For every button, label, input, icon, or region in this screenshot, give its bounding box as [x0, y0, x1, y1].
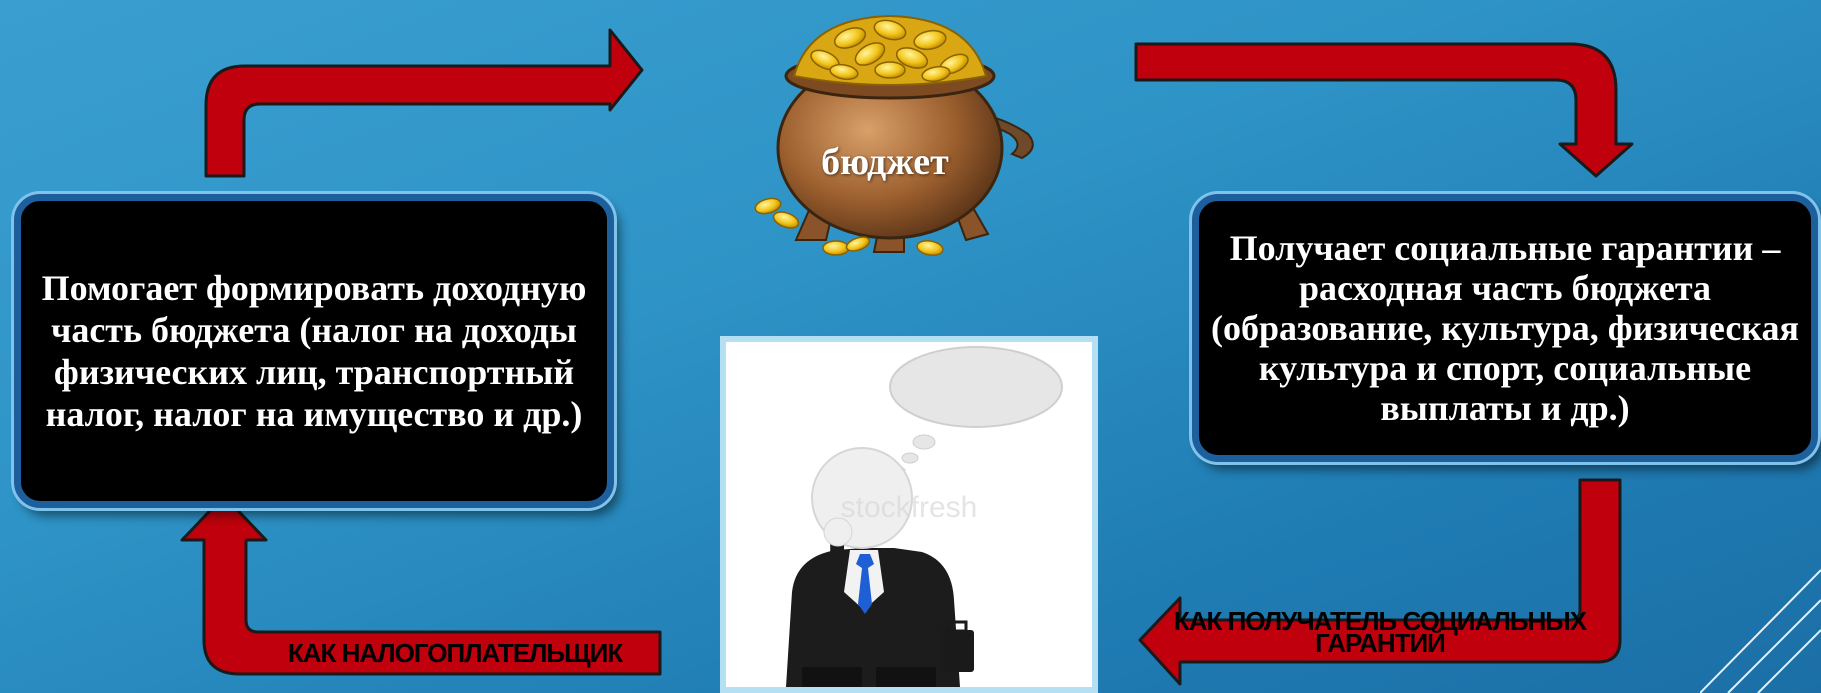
taxpayer-box-text: Помогает формировать доходную часть бюдж… [41, 268, 587, 434]
arrow-budget-to-right-box [1134, 42, 1634, 178]
arrow-right-box-to-person [1138, 478, 1622, 686]
pot-of-gold-image [754, 14, 1034, 257]
thinking-person-image: stockfresh [720, 336, 1098, 693]
decorative-lines [1700, 569, 1821, 693]
watermark-text: stockfresh [841, 491, 978, 524]
taxpayer-box: Помогает формировать доходную часть бюдж… [14, 194, 614, 508]
budget-label: бюджет [821, 141, 949, 183]
recipient-arrow-label-line2: ГАРАНТИЙ [1315, 628, 1446, 658]
recipient-arrow-label: КАК ПОЛУЧАТЕЛЬ СОЦИАЛЬНЫХ ГАРАНТИЙ [1160, 606, 1600, 658]
social-guarantees-box: Получает социальные гарантии – расходная… [1192, 194, 1818, 462]
social-guarantees-box-text: Получает социальные гарантии – расходная… [1211, 228, 1799, 428]
recipient-arrow-label-line1: КАК ПОЛУЧАТЕЛЬ СОЦИАЛЬНЫХ [1173, 606, 1587, 636]
arrow-person-to-left-box [180, 494, 662, 676]
arrow-left-box-to-budget [204, 28, 644, 178]
taxpayer-arrow-label: КАК НАЛОГОПЛАТЕЛЬЩИК [287, 638, 623, 668]
